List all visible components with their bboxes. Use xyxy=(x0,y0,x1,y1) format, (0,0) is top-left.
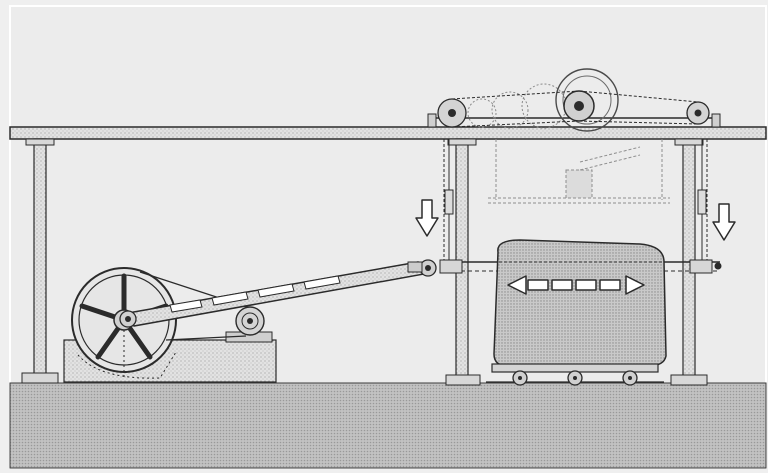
connecting-rod xyxy=(119,259,437,328)
stone-block xyxy=(493,239,667,367)
down-arrow-icon xyxy=(415,199,439,237)
right-support-post xyxy=(670,138,708,386)
double-arrow-icon xyxy=(507,275,645,295)
middle-support-post xyxy=(445,138,481,386)
ground xyxy=(9,382,767,469)
down-arrow-icon xyxy=(712,203,736,241)
overhead-beam xyxy=(9,126,767,140)
crank-pulley xyxy=(235,306,265,336)
ghost-frame xyxy=(488,139,670,204)
overhead-pulley-train xyxy=(427,68,721,132)
rail-cart xyxy=(486,363,664,386)
left-support-post xyxy=(21,138,59,384)
hanging-rods xyxy=(443,139,708,262)
